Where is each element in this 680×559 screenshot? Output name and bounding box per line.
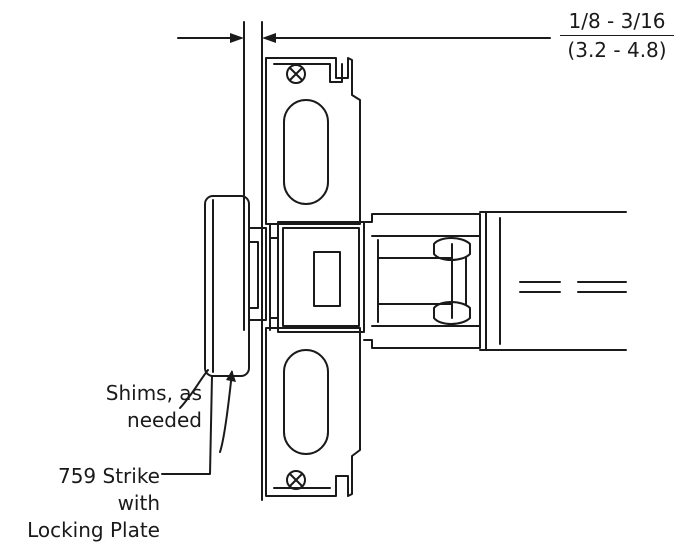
strike-label: 759 Strike with Locking Plate bbox=[0, 463, 160, 544]
gap-dimension bbox=[177, 21, 551, 331]
strike-label-line2: with bbox=[117, 491, 160, 515]
shims-label-line2: needed bbox=[127, 408, 202, 432]
dimension-imperial: 1/8 - 3/16 bbox=[568, 9, 666, 33]
exit-device-tube bbox=[479, 211, 627, 351]
fraction-bar bbox=[560, 35, 674, 36]
frame-edge bbox=[261, 55, 271, 501]
gap-dimension-label: 1/8 - 3/16 (3.2 - 4.8) bbox=[560, 8, 674, 63]
strike-label-line1: 759 Strike bbox=[57, 464, 160, 488]
bolt-mechanism bbox=[363, 213, 481, 349]
strike-label-line3: Locking Plate bbox=[27, 518, 160, 542]
latch-housing bbox=[269, 221, 365, 333]
shims-label: Shims, as needed bbox=[96, 380, 202, 434]
shims-label-line1: Shims, as bbox=[105, 381, 202, 405]
dimension-metric: (3.2 - 4.8) bbox=[567, 38, 667, 62]
top-mounting-bracket bbox=[265, 57, 361, 225]
leader-lines bbox=[161, 369, 236, 475]
bottom-mounting-bracket bbox=[265, 327, 361, 497]
strike-plate bbox=[204, 195, 267, 377]
